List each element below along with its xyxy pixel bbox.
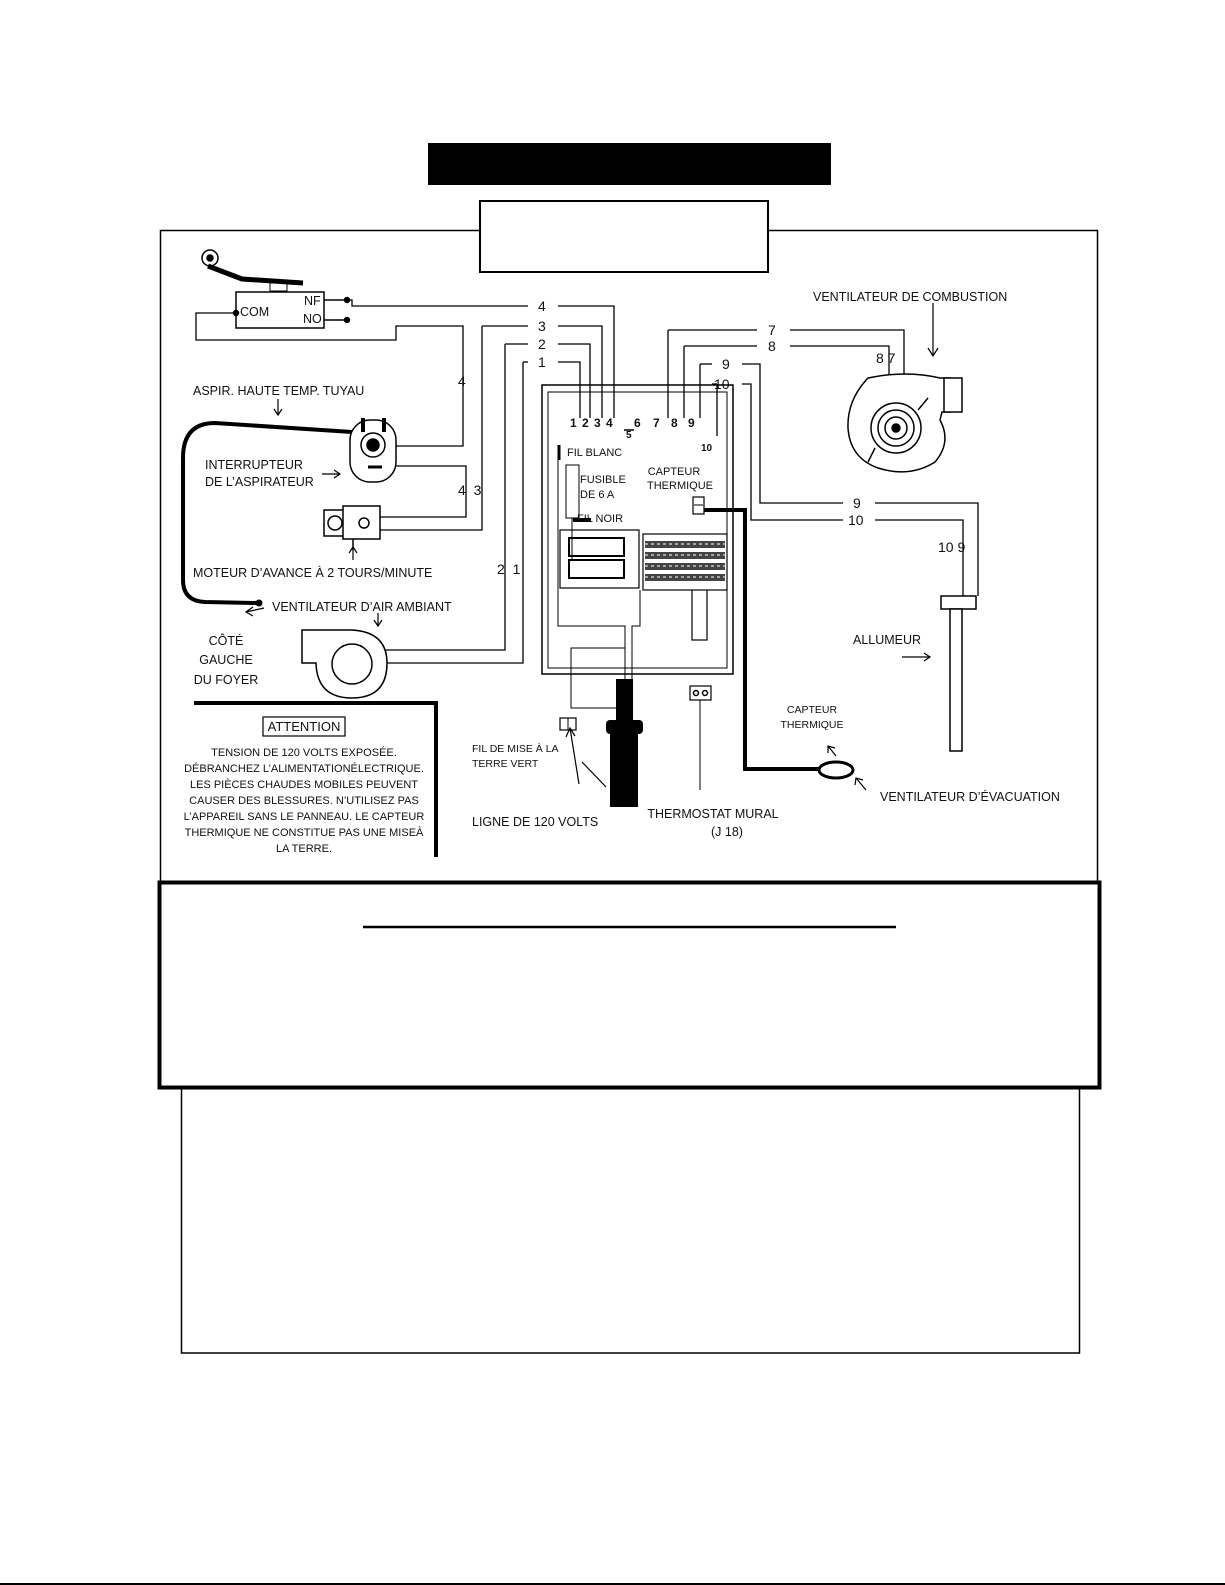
terminal-9: 9 [688, 416, 695, 430]
label-left-side-3: DU FOYER [194, 673, 259, 687]
text-box [180, 1087, 1081, 1354]
title-banner [428, 143, 831, 185]
warning-line-1: TENSION DE 120 VOLTS EXPOSÉE. [211, 746, 397, 759]
vacuum-switch [349, 418, 397, 483]
wire-number-9: 9 [722, 356, 730, 372]
feed-motor [323, 505, 381, 549]
wire-number-7: 7 [768, 322, 776, 338]
terminal-2: 2 [582, 416, 589, 430]
room-air-blower [301, 629, 388, 699]
warning-line-4: CAUSER DES BLESSURES. N’UTILISEZ PAS [189, 795, 419, 807]
switch-com-label: COM [240, 305, 269, 319]
label-vacuum-switch-1: INTERRUPTEUR [205, 458, 303, 472]
vacuum-hose [181, 420, 353, 607]
heat-exchanger [642, 533, 728, 591]
power-cord [610, 734, 638, 807]
label-fuse-2: DE 6 A [580, 489, 615, 501]
label-left-side-1: CÔTÉ [209, 633, 244, 648]
combustion-blower [847, 373, 963, 473]
warning-line-3: LES PIÈCES CHAUDES MOBILES PEUVENT [190, 778, 418, 791]
subtitle-box [479, 200, 769, 273]
wire-number-2: 2 [538, 336, 546, 352]
label-ground-wire-1: FIL DE MISE À LA [472, 742, 559, 755]
wire-number-pair-109: 10 9 [938, 539, 965, 555]
label-power-line: LIGNE DE 120 VOLTS [472, 815, 598, 829]
label-white-wire: FIL BLANC [567, 447, 622, 459]
wire-number-pair-21: 2 1 [497, 561, 521, 577]
wire-number-pair-87: 8 7 [876, 350, 896, 366]
label-igniter: ALLUMEUR [853, 633, 921, 647]
terminal-1: 1 [570, 416, 577, 430]
wire-number-4-vertical: 4 [458, 373, 466, 389]
terminal-10: 10 [701, 443, 713, 454]
terminal-8: 8 [671, 416, 678, 430]
label-black-wire: FIL NOIR [577, 513, 623, 525]
power-cord-bushing [606, 720, 643, 734]
warning-border [194, 701, 438, 857]
label-wall-thermostat-2: (J 18) [711, 825, 743, 839]
warning-title-box [262, 716, 346, 737]
warning-line-2: DÉBRANCHEZ L’ALIMENTATIONÉLECTRIQUE. [184, 762, 424, 775]
wire-number-9-lower: 9 [853, 495, 861, 511]
label-left-side-2: GAUCHE [199, 653, 252, 667]
warning-line-7: LA TERRE. [276, 843, 332, 855]
label-combustion-blower: VENTILATEUR DE COMBUSTION [813, 290, 1007, 304]
warning-line-5: L’APPAREIL SANS LE PANNEAU. LE CAPTEUR [184, 811, 425, 823]
wire-number-1: 1 [538, 354, 546, 370]
label-ground-wire-2: TERRE VERT [472, 758, 539, 770]
note-box [157, 880, 1102, 1090]
label-fuse-1: FUSIBLE [580, 474, 626, 486]
label-wall-thermostat-1: THERMOSTAT MURAL [647, 807, 778, 821]
wiring [195, 299, 979, 664]
label-heat-sensor-exhaust-1: CAPTEUR [787, 704, 838, 716]
wire-number-8: 8 [768, 338, 776, 354]
terminal-6: 6 [634, 416, 641, 430]
label-heat-sensor-exhaust-2: THERMIQUE [781, 719, 844, 731]
label-room-air-blower: VENTILATEUR D’AIR AMBIANT [272, 600, 452, 614]
power-cord-strain-relief [616, 679, 633, 721]
pointer-arrows [244, 303, 939, 791]
wire-number-10: 10 [714, 376, 730, 392]
control-box [541, 384, 734, 790]
warning-line-6: THERMIQUE NE CONSTITUE PAS UNE MISEÀ [185, 826, 424, 839]
label-vacuum-switch-2: DE L’ASPIRATEUR [205, 475, 314, 489]
label-exhaust-blower: VENTILATEUR D’ÉVACUATION [880, 789, 1060, 804]
wire-number-pair-43: 4 3 [458, 482, 482, 498]
label-feed-motor: MOTEUR D’AVANCE À 2 TOURS/MINUTE [193, 565, 432, 580]
switch-nf-label: NF [304, 294, 321, 308]
wire-number-4: 4 [538, 298, 546, 314]
terminal-3: 3 [594, 416, 601, 430]
terminal-7: 7 [653, 416, 660, 430]
warning-title: ATTENTION [268, 719, 341, 734]
switch-no-label: NO [303, 312, 322, 326]
label-heat-sensor-box-2: THERMIQUE [647, 480, 713, 492]
wire-number-10-lower: 10 [848, 512, 864, 528]
label-vacuum-hose: ASPIR. HAUTE TEMP. TUYAU [193, 384, 364, 398]
terminal-5: 5 [626, 430, 632, 441]
label-heat-sensor-box-1: CAPTEUR [648, 466, 701, 478]
terminal-4: 4 [606, 416, 613, 430]
igniter [940, 595, 977, 752]
wire-number-3: 3 [538, 318, 546, 334]
heat-sensor-cable [704, 508, 855, 780]
limit-switch [201, 249, 351, 329]
